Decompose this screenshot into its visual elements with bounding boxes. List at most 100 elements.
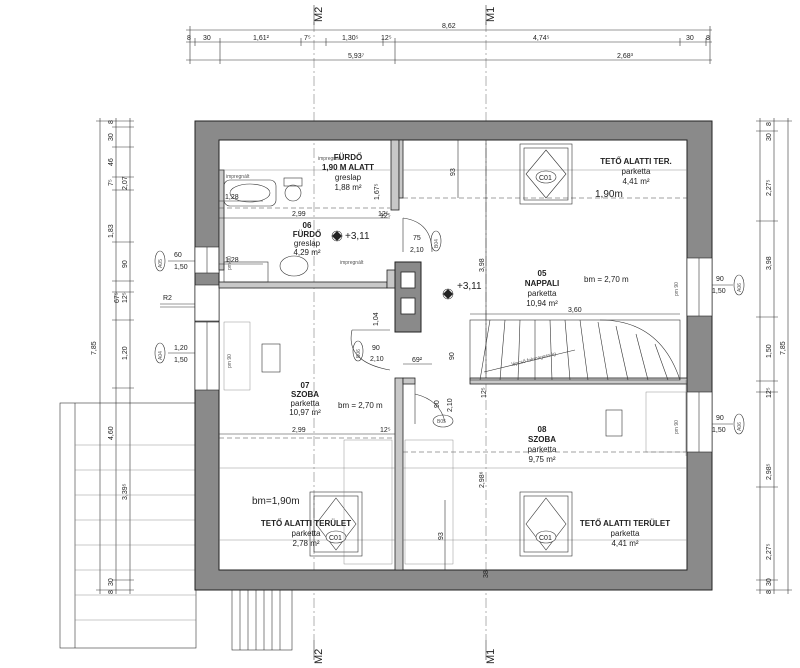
dim-top-overall: 8,62 xyxy=(442,23,456,30)
axis-lines: M2 M1 M2 M1 xyxy=(313,5,497,664)
dim-125a: 12⁵ xyxy=(378,211,389,218)
bath-area: 4,29 m² xyxy=(293,248,320,257)
chimney-r2-notch xyxy=(194,284,220,322)
room-attic-br: TETŐ ALATTI TERÜLET parketta 4,41 m² xyxy=(580,519,670,548)
dim-top-r2-0: 5,93⁷ xyxy=(348,53,365,60)
bed-right xyxy=(404,439,454,565)
desk-08 xyxy=(645,391,687,453)
axis-m2-top: M2 xyxy=(313,7,325,22)
dim-69: 69² xyxy=(412,357,423,364)
a05-tag: A05 xyxy=(158,259,164,268)
r07-num: 07 xyxy=(301,381,310,390)
b04-w: 75 xyxy=(413,235,421,242)
window-a06a-opening xyxy=(686,257,713,317)
pm-a06b: pm 90 xyxy=(674,420,680,434)
dim-right-6: 2,98⁵ xyxy=(766,463,773,480)
dim-top-r1-1: 30 xyxy=(203,35,211,42)
a04-h: 1,50 xyxy=(174,357,188,364)
room-06-bath: 06 FÜRDŐ greslap 4,29 m² xyxy=(293,221,321,257)
a05-w: 60 xyxy=(174,252,182,259)
b05-h: 2,10 xyxy=(447,398,454,412)
r08-floor: parketta xyxy=(528,445,557,454)
bed-left xyxy=(343,439,393,565)
left-dimensions: 7,85 8 30 46 7⁵ 2,07 1,83 90 12⁵ 67⁵ 1,2… xyxy=(91,118,134,594)
dim-top-r1-3: 7⁵ xyxy=(304,35,311,42)
dim-left-8: 67⁵ xyxy=(114,292,121,303)
impreg-2: impregnált xyxy=(340,260,364,266)
pm-a06a: pm 90 xyxy=(674,282,680,296)
b06-h: 2,10 xyxy=(370,356,384,363)
dim-299b: 2,99 xyxy=(292,427,306,434)
dim-125b: 12⁵ xyxy=(481,387,488,398)
r07-name: SZOBA xyxy=(291,390,319,399)
window-tag-a06a: A06 90 1,50 xyxy=(712,274,745,296)
living-height: bm = 2,70 m xyxy=(584,275,629,284)
living-floor: parketta xyxy=(528,289,557,298)
b04-h: 2,10 xyxy=(410,247,424,254)
interior-dimensions: 1,28 2,99 12⁵ 1,28 1,67⁵ 93 3,98 3,60 1,… xyxy=(219,140,680,578)
attic-tr-area: 4,41 m² xyxy=(622,177,649,186)
dim-left-10: 4,60 xyxy=(108,426,115,440)
roof-window-br-tag: C01 xyxy=(539,535,552,542)
radiator-08 xyxy=(605,409,623,437)
dim-167: 1,67⁵ xyxy=(374,183,381,200)
dim-right-9: 8 xyxy=(766,590,773,594)
dim-398: 3,98 xyxy=(479,258,486,272)
interior-walls xyxy=(218,139,688,571)
a06a-w: 90 xyxy=(716,276,724,283)
attic-br-area: 4,41 m² xyxy=(611,539,638,548)
dim-top-r1-2: 1,61² xyxy=(253,35,270,42)
level-marker-a: +3,11 xyxy=(331,230,370,242)
bath-name: FÜRDŐ xyxy=(293,230,321,239)
dim-128b: 1,28 xyxy=(225,257,239,264)
a04-w: 1,20 xyxy=(174,345,188,352)
b05-w: 90 xyxy=(434,400,441,408)
dim-104: 1,04 xyxy=(373,312,380,326)
dim-right-0: 30 xyxy=(766,133,773,141)
dim-top-r2-1: 2,68³ xyxy=(617,53,634,60)
a05-h: 1,50 xyxy=(174,264,188,271)
door-tag-b06: B06 90 2,10 xyxy=(352,340,384,363)
axis-m1-top: M1 xyxy=(485,7,497,22)
dim-left-6: 90 xyxy=(122,260,129,268)
window-tag-a05: A05 60 1,50 xyxy=(154,250,195,272)
dim-right-4: 1,50 xyxy=(766,344,773,358)
dim-38: 38 xyxy=(483,570,490,578)
dim-93b: 93 xyxy=(438,532,445,540)
dim-right-8: 30 xyxy=(766,578,773,586)
b05-tag: B05 xyxy=(437,419,446,425)
room-attic-tr: TETŐ ALATTI TER. parketta 4,41 m² 1,90m xyxy=(595,157,672,200)
roof-window-tr: C01 xyxy=(519,143,573,205)
dim-125d: 12⁵ xyxy=(380,213,391,220)
r08-area: 9,75 m² xyxy=(528,455,555,464)
dim-top-r1-0: 8 xyxy=(187,35,191,42)
level-a-text: +3,11 xyxy=(345,231,370,242)
dim-left-5: 1,83 xyxy=(108,224,115,238)
r07-floor: parketta xyxy=(291,399,320,408)
roof-window-bl: C01 xyxy=(309,491,363,557)
stairs-note: lépcső fokmagasság xyxy=(511,351,557,368)
attic-bl-floor: parketta xyxy=(292,529,321,538)
attic-zones xyxy=(219,169,687,541)
dim-left-4: 2,07 xyxy=(122,176,129,190)
dim-left-overall: 7,85 xyxy=(91,341,98,355)
dim-top-r1-4: 1,30⁵ xyxy=(342,35,359,42)
dim-93: 93 xyxy=(450,168,457,176)
r2-label: R2 xyxy=(163,295,172,302)
pm-a05: pm 90 xyxy=(227,256,233,270)
pm-a04: pm 90 xyxy=(227,354,233,368)
attic-bl-area: 2,78 m² xyxy=(292,539,319,548)
outer-walls xyxy=(194,120,713,591)
room-07: 07 SZOBA parketta 10,97 m² bm = 2,70 m xyxy=(289,381,383,417)
window-tag-a06b: A06 90 1,50 xyxy=(712,413,745,435)
right-dimensions: 7,85 30 8 2,27⁵ 3,98 1,50 12⁵ 2,98⁵ 2,27… xyxy=(756,118,792,594)
attic-br-floor: parketta xyxy=(611,529,640,538)
bath-low-name: FÜRDŐ xyxy=(334,153,362,162)
outside-stairs xyxy=(231,584,293,651)
terrace-outside xyxy=(59,402,197,649)
impreg-1: impregnált xyxy=(226,174,250,180)
a06a-h: 1,50 xyxy=(712,288,726,295)
dim-128a: 1,28 xyxy=(225,194,239,201)
r07-area: 10,97 m² xyxy=(289,408,321,417)
level-b-text: +3,11 xyxy=(457,281,482,292)
